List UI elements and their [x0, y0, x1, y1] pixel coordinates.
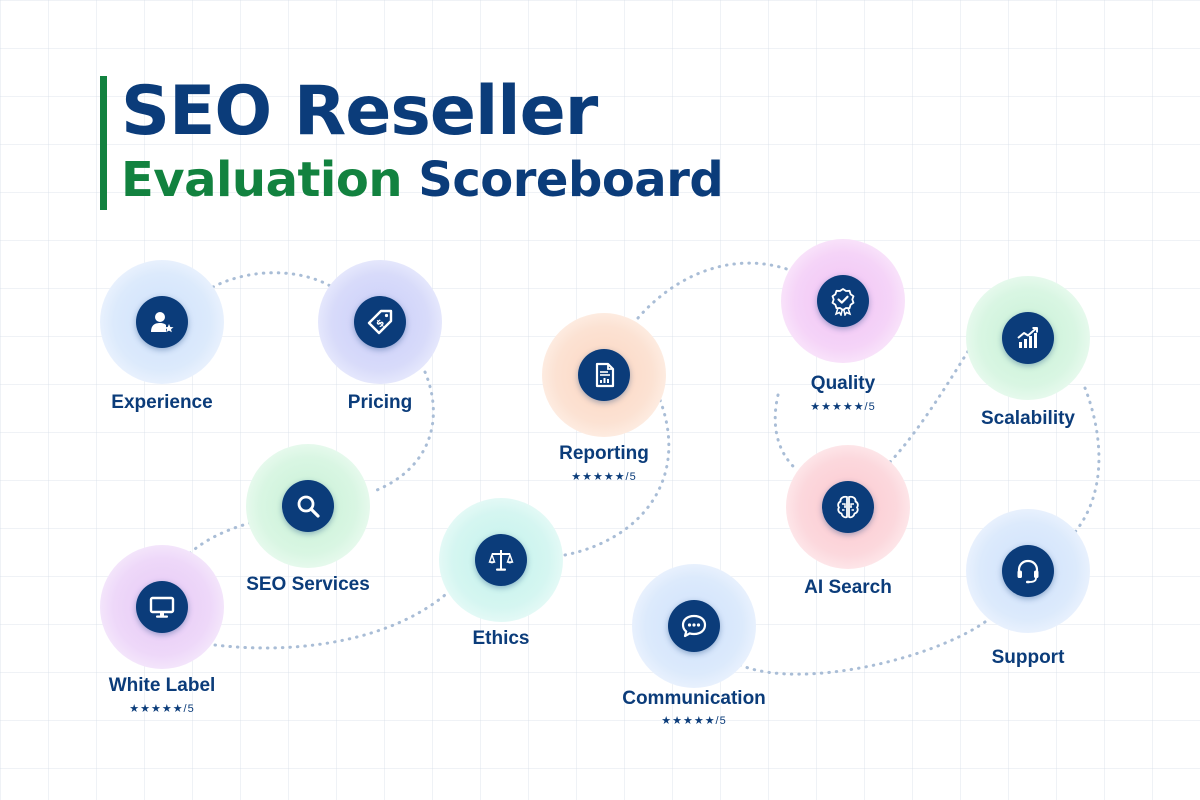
connector-scalability-support [1073, 386, 1101, 534]
node-label: Experience [111, 392, 213, 413]
growth-chart-icon [1002, 312, 1054, 364]
rating-stars: ★★★★★/5 [571, 471, 637, 483]
node-label: Communication [622, 688, 766, 709]
title-block: SEO Reseller Evaluation Scoreboard [100, 72, 724, 210]
headset-icon [1002, 545, 1054, 597]
node-label: Ethics [472, 628, 530, 649]
connector-quality-ai-search [773, 393, 799, 472]
magnifier-icon [282, 480, 334, 532]
balance-scale-icon [475, 534, 527, 586]
page-subtitle: Evaluation Scoreboard [121, 156, 724, 210]
subtitle-accent: Evaluation [121, 152, 403, 208]
user-star-icon [136, 296, 188, 348]
subtitle-rest: Scoreboard [402, 152, 724, 208]
node-label: Reporting [559, 443, 649, 464]
rating-stars: ★★★★★/5 [129, 703, 195, 715]
connector-ethics-reporting [563, 398, 671, 557]
report-document-icon [578, 349, 630, 401]
node-label: AI Search [804, 577, 892, 598]
node-label: White Label [108, 675, 216, 696]
page-title: SEO Reseller [121, 72, 598, 151]
node-label: SEO Services [246, 574, 370, 595]
rating-stars: ★★★★★/5 [661, 715, 727, 727]
node-label: Scalability [981, 408, 1075, 429]
node-label: Quality [810, 373, 876, 394]
quality-badge-icon [817, 275, 869, 327]
node-label: Pricing [347, 392, 413, 413]
connector-ai-search-scalability [888, 330, 982, 464]
brain-icon [822, 481, 874, 533]
connector-reporting-quality [636, 261, 797, 320]
connector-pricing-seo-services [370, 370, 435, 494]
rating-stars: ★★★★★/5 [810, 401, 876, 413]
price-tag-icon: $ [354, 296, 406, 348]
chat-bubble-icon [668, 600, 720, 652]
monitor-icon [136, 581, 188, 633]
node-label: Support [991, 647, 1065, 668]
connector-seo-services-white-label [188, 521, 252, 555]
connector-experience-pricing [211, 271, 334, 289]
connector-white-label-ethics [213, 593, 447, 650]
